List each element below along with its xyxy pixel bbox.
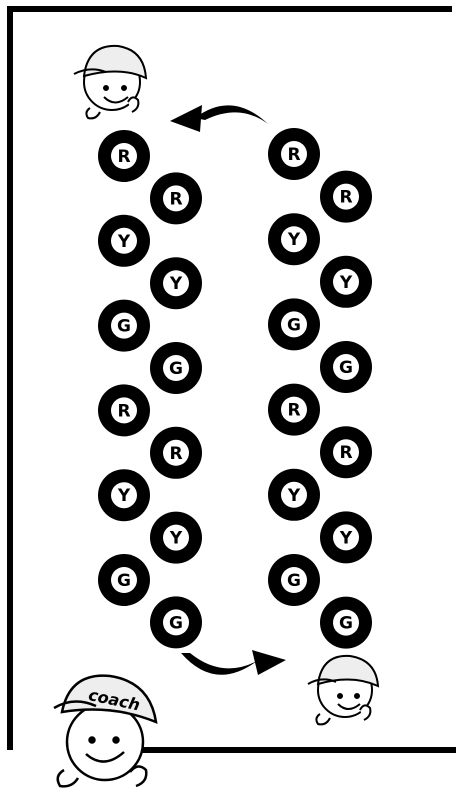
left-ring-11: G bbox=[98, 554, 150, 606]
left-ring-label-12: G bbox=[169, 613, 183, 633]
right-ring-label-9: Y bbox=[287, 486, 301, 506]
right-ring-label-6: G bbox=[339, 358, 353, 378]
right-ring-label-4: Y bbox=[339, 273, 353, 293]
left-ring-6: G bbox=[150, 342, 202, 394]
right-ring-3: Y bbox=[268, 213, 320, 265]
right-ring-9: Y bbox=[268, 469, 320, 521]
right-ring-11: G bbox=[268, 554, 320, 606]
right-ring-label-5: G bbox=[287, 315, 301, 335]
left-cone-column: R R Y Y G G R R Y Y G G bbox=[98, 130, 202, 648]
right-ring-12: G bbox=[320, 597, 372, 649]
right-ring-label-12: G bbox=[339, 614, 353, 634]
left-ring-label-9: Y bbox=[117, 486, 131, 506]
left-ring-label-11: G bbox=[117, 571, 131, 591]
left-ring-label-6: G bbox=[169, 359, 183, 379]
left-ring-label-10: Y bbox=[169, 529, 183, 549]
left-ring-2: R bbox=[150, 172, 202, 224]
left-ring-12: G bbox=[150, 596, 202, 648]
right-ring-7: R bbox=[268, 384, 320, 436]
left-ring-label-5: G bbox=[117, 317, 131, 337]
right-ring-2: R bbox=[320, 171, 372, 223]
left-ring-9: Y bbox=[98, 469, 150, 521]
field-border bbox=[10, 9, 452, 750]
left-ring-8: R bbox=[150, 427, 202, 479]
right-ring-4: Y bbox=[320, 256, 372, 308]
left-ring-label-4: Y bbox=[169, 274, 183, 294]
left-ring-label-3: Y bbox=[117, 232, 131, 252]
left-ring-label-8: R bbox=[169, 444, 182, 464]
right-cone-column: R R Y Y G G R R Y Y G G bbox=[268, 128, 372, 649]
left-ring-5: G bbox=[98, 300, 150, 352]
left-ring-10: Y bbox=[150, 512, 202, 564]
right-ring-5: G bbox=[268, 298, 320, 350]
right-ring-10: Y bbox=[320, 511, 372, 563]
right-ring-label-1: R bbox=[287, 145, 300, 165]
rotation-arrow-top bbox=[170, 105, 268, 132]
right-ring-label-11: G bbox=[287, 571, 301, 591]
left-ring-7: R bbox=[98, 384, 150, 436]
right-ring-label-10: Y bbox=[339, 528, 353, 548]
left-ring-label-7: R bbox=[117, 401, 130, 421]
player-figure-top-left bbox=[74, 46, 146, 119]
right-ring-1: R bbox=[268, 128, 320, 180]
right-ring-label-3: Y bbox=[287, 230, 301, 250]
right-ring-6: G bbox=[320, 341, 372, 393]
right-ring-8: R bbox=[320, 426, 372, 478]
right-ring-label-2: R bbox=[339, 188, 352, 208]
left-ring-label-1: R bbox=[117, 147, 130, 167]
left-ring-4: Y bbox=[150, 257, 202, 309]
right-ring-label-8: R bbox=[339, 443, 352, 463]
left-ring-label-2: R bbox=[169, 189, 182, 209]
player-figure-bottom-right bbox=[308, 656, 378, 725]
right-ring-label-7: R bbox=[287, 401, 300, 421]
rotation-arrow-bottom bbox=[181, 650, 286, 675]
left-ring-1: R bbox=[98, 130, 150, 182]
left-ring-3: Y bbox=[98, 215, 150, 267]
